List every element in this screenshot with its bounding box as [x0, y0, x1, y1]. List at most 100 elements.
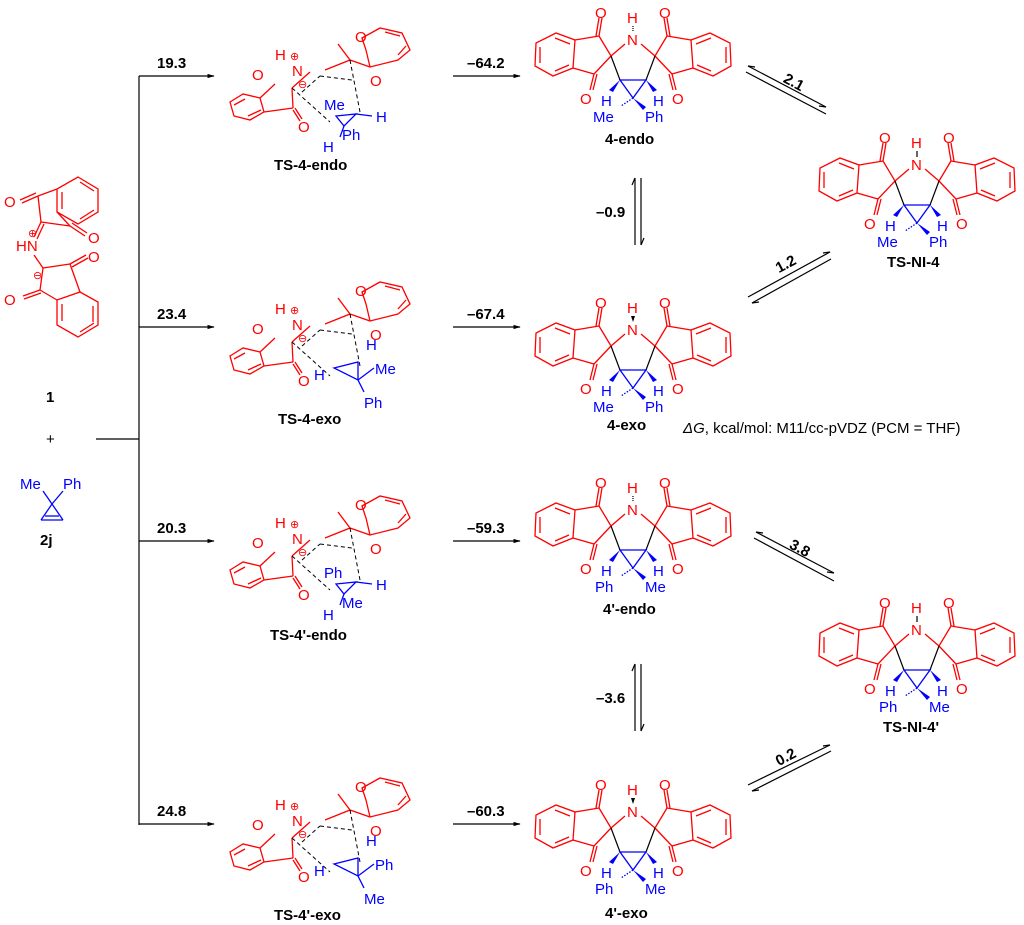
ts-label: TS-4-endo	[274, 157, 347, 174]
hydrogen-atom: H	[323, 139, 334, 156]
equilibrium-4-endo-ts-ni: 2.1	[745, 65, 827, 115]
hydrogen-atom: H	[885, 683, 896, 700]
oxygen-atom: O	[864, 216, 876, 233]
oxygen-atom: O	[864, 681, 876, 698]
oxygen-atom: O	[595, 777, 607, 794]
reactant-1-lower-indanedione	[22, 254, 99, 338]
ts-ni-label: TS-NI-4	[887, 254, 940, 271]
hydrogen-atom: H	[653, 93, 664, 110]
hydrogen-atom: H	[376, 577, 387, 594]
oxygen-atom: O	[659, 5, 671, 22]
ts-ni-label: TS-NI-4'	[883, 719, 939, 736]
barrier-value: 24.8	[157, 803, 186, 820]
hydrogen-atom: H	[366, 337, 377, 354]
hydrogen-atom: H	[314, 367, 325, 384]
hydrogen-atom: H	[601, 383, 612, 400]
ts-4-exo: H N ⊕ ⊖ O O O O Me Ph H H TS-4-exo	[229, 281, 411, 428]
oxygen-atom: O	[595, 475, 607, 492]
equilibrium-4p-exo-ts-ni: 0.2	[747, 744, 832, 792]
ts-ni-4p: N H O O O O H H Ph Me TS-NI-4'	[818, 595, 1016, 736]
oxygen-atom: O	[580, 561, 592, 578]
oxygen-atom: O	[956, 216, 968, 233]
ts-ni-4: N H O O O O H H Me Ph TS-NI-4	[818, 130, 1016, 271]
hydrogen-atom: H	[937, 218, 948, 235]
reactant-1-oxygen: O	[4, 292, 16, 309]
ts-to-product-arrow-4p-exo: –60.3	[453, 803, 521, 827]
oxygen-atom: O	[298, 119, 310, 136]
negative-charge-icon: ⊖	[33, 270, 42, 282]
hydrogen-atom: H	[653, 865, 664, 882]
ts-4p-exo: H N ⊕ ⊖ O O O O Ph Me H H TS-4'-exo	[229, 777, 411, 924]
plus-sign: +	[46, 431, 55, 448]
hydrogen-atom: H	[601, 93, 612, 110]
hydrogen-atom: H	[653, 383, 664, 400]
oxygen-atom: O	[943, 595, 955, 612]
equilibrium-4-exo-ts-ni: 1.2	[747, 251, 832, 304]
nitrogen-atom: N	[911, 157, 922, 174]
ts-ni-left-substituent: Me	[877, 234, 898, 251]
ts-4p-endo: H N ⊕ ⊖ O O O O Ph Me H H TS-4'-endo	[229, 495, 411, 644]
hydrogen-atom: H	[653, 563, 664, 580]
reactant-1-upper-indanedione	[19, 176, 99, 240]
oxygen-atom: O	[659, 295, 671, 312]
hydrogen-atom: H	[885, 218, 896, 235]
product-right-substituent: Me	[645, 579, 666, 596]
ts-side-substituent: Me	[375, 361, 396, 378]
ts-ni-left-substituent: Ph	[879, 699, 897, 716]
hydrogen-atom: H	[275, 47, 286, 64]
barrier-value: 0.2	[773, 745, 799, 770]
ts-top-substituent: Ph	[324, 565, 342, 582]
ts-to-product-arrow-4-exo: –67.4	[453, 306, 521, 330]
product-left-substituent: Me	[593, 399, 614, 416]
product-label: 4'-endo	[603, 601, 656, 618]
method-note-details: , kcal/mol: M11/cc-pVDZ (PCM = THF)	[705, 420, 961, 437]
oxygen-atom: O	[252, 321, 264, 338]
oxygen-atom: O	[879, 130, 891, 147]
ts-to-product-arrow-4-endo: –64.2	[453, 55, 521, 79]
reactant-1: O O HN ⊕ ⊖ O O 1	[4, 176, 100, 406]
method-note: ΔG, kcal/mol: M11/cc-pVDZ (PCM = THF)	[682, 420, 960, 437]
product-label: 4-exo	[607, 417, 646, 434]
negative-charge-icon: ⊖	[298, 547, 307, 559]
ts-side-substituent: Ph	[342, 127, 360, 144]
barrier-value: 23.4	[157, 306, 187, 323]
hydrogen-atom: H	[627, 782, 638, 799]
equilibrium-4p-endo-exo: –3.6	[596, 663, 645, 732]
ts-bottom-substituent: Me	[364, 891, 385, 908]
product-left-substituent: Me	[593, 109, 614, 126]
oxygen-atom: O	[580, 381, 592, 398]
product-right-substituent: Ph	[645, 109, 663, 126]
phenyl-substituent: Ph	[63, 476, 81, 493]
oxygen-atom: O	[355, 29, 367, 46]
oxygen-atom: O	[355, 779, 367, 796]
barrier-value: 1.2	[773, 252, 799, 277]
reactant-1-oxygen: O	[88, 230, 100, 247]
oxygen-atom: O	[672, 91, 684, 108]
pathway-arrow-4-exo: 23.4	[139, 306, 215, 330]
oxygen-atom: O	[595, 295, 607, 312]
oxygen-atom: O	[355, 283, 367, 300]
positive-charge-icon: ⊕	[290, 51, 299, 63]
nitrogen-atom: N	[292, 813, 303, 830]
product-right-substituent: Ph	[645, 399, 663, 416]
oxygen-atom: O	[956, 681, 968, 698]
oxygen-atom: O	[252, 817, 264, 834]
oxygen-atom: O	[252, 67, 264, 84]
barrier-value: 19.3	[157, 55, 186, 72]
reactant-1-hn: HN	[16, 238, 38, 255]
oxygen-atom: O	[370, 327, 382, 344]
oxygen-atom: O	[672, 381, 684, 398]
oxygen-atom: O	[370, 823, 382, 840]
product-left-substituent: Ph	[595, 579, 613, 596]
hydrogen-atom: H	[314, 863, 325, 880]
product-right-substituent: Me	[645, 881, 666, 898]
ts-side-substituent: Me	[342, 595, 363, 612]
oxygen-atom: O	[298, 869, 310, 886]
nitrogen-atom: N	[292, 317, 303, 334]
oxygen-atom: O	[370, 541, 382, 558]
ts-4-endo: H N ⊕ ⊖ O O O O Me Ph H H TS-4-endo	[229, 27, 411, 174]
product-4-exo: N H O O O O H H Me Ph 4-exo	[534, 295, 732, 434]
pathway-arrow-4-endo: 19.3	[139, 55, 215, 79]
reactant-1-label: 1	[46, 389, 54, 406]
